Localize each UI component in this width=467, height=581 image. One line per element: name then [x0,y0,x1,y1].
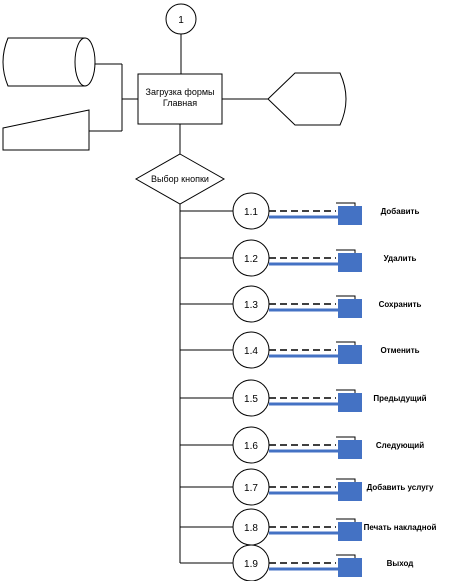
branch-label: Отменить [380,346,419,355]
branch-label: Печать накладной [364,523,437,532]
blue-block [338,522,362,541]
branch-number: 1.1 [244,207,258,218]
branch-label: Удалить [384,254,417,263]
branch-1-8: 1.8 Печать накладной [180,508,437,546]
branch-number: 1.9 [244,559,258,570]
blue-block [338,253,362,272]
branch-1-9: 1.9 Выход [180,544,414,581]
blue-block [338,345,362,364]
branch-number: 1.8 [244,523,258,534]
branch-1-2: 1.2 Удалить [180,239,417,277]
blue-block [338,393,362,412]
branch-number: 1.5 [244,394,258,405]
branch-label: Выход [387,559,414,568]
branch-1-5: 1.5 Предыдущий [180,379,427,417]
display-shape [267,72,347,126]
branch-number: 1.6 [244,441,258,452]
storage-cylinder [2,37,96,87]
process-line-2: Главная [163,98,197,108]
branch-label: Добавить [381,207,420,216]
branch-1-7: 1.7 Добавить услугу [180,468,434,506]
decision-choose-button: Выбор кнопки [134,153,226,205]
branch-1-1: 1.1 Добавить [180,192,420,230]
branch-label: Предыдущий [373,394,426,403]
process-load-form: Загрузка формы Главная [137,73,223,125]
branch-label: Следующий [376,441,424,450]
branch-1-3: 1.3 Сохранить [180,285,422,323]
branch-label: Добавить услугу [367,483,434,492]
process-line-1: Загрузка формы [146,87,215,97]
branch-1-6: 1.6 Следующий [180,426,424,464]
blue-block [338,558,362,577]
start-connector: 1 [165,3,197,35]
decision-label: Выбор кнопки [151,174,209,184]
blue-block [338,299,362,318]
branches: 1.1 Добавить 1.2 Удалить 1.3 Сохранить 1.4 Отме… [180,192,437,581]
branch-number: 1.4 [244,346,258,357]
left-connectors [89,63,138,132]
branch-1-4: 1.4 Отменить [180,331,420,369]
blue-block [338,440,362,459]
blue-block [338,482,362,501]
branch-label: Сохранить [379,300,422,309]
branch-number: 1.7 [244,483,258,494]
branch-number: 1.3 [244,300,258,311]
start-connector-label: 1 [178,15,184,26]
branch-number: 1.2 [244,254,258,265]
manual-input-shape [2,109,90,151]
blue-block [338,206,362,225]
